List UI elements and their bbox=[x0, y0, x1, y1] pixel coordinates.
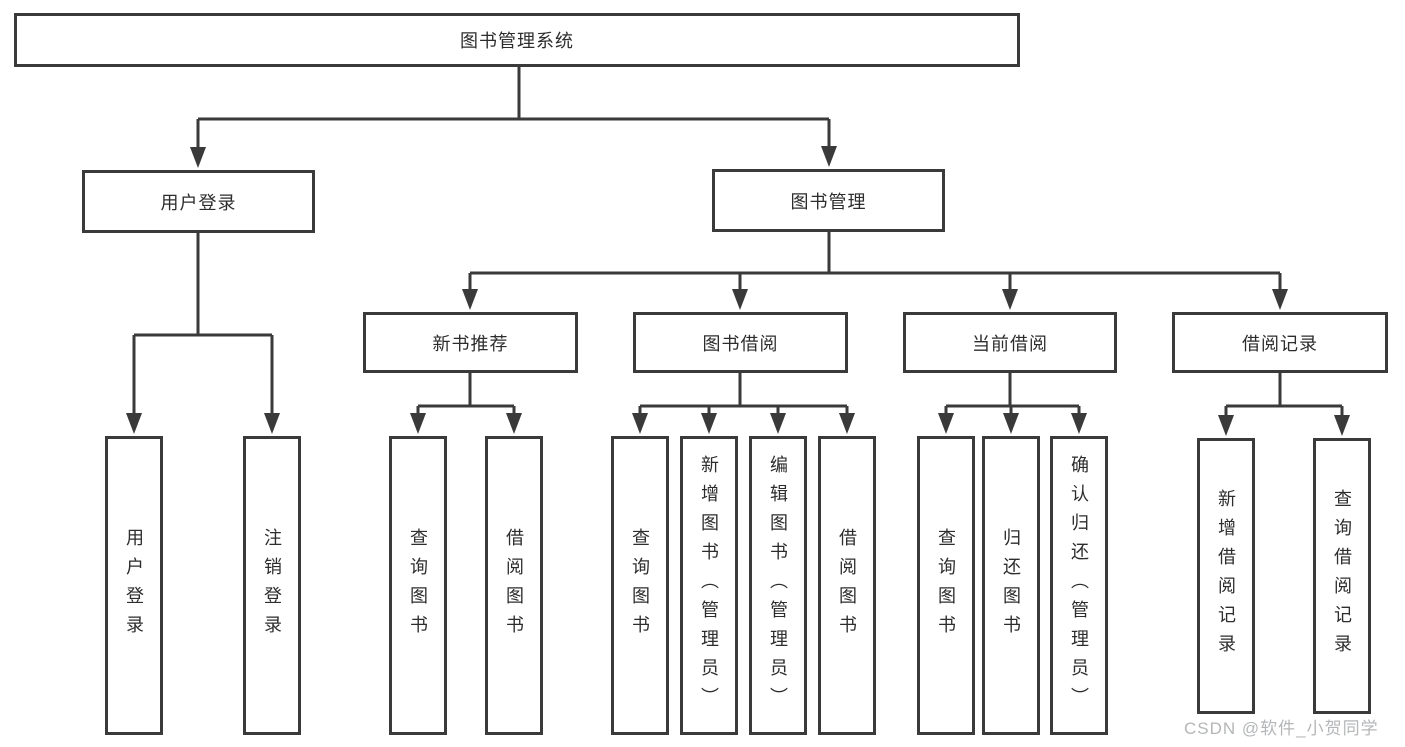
leaf-query-books-borrow: 查询图书 bbox=[611, 436, 669, 735]
leaf-logout: 注销登录 bbox=[243, 436, 301, 735]
leaf-query-borrow-record: 查询借阅记录 bbox=[1313, 438, 1371, 714]
leaf-add-books-admin: 新增图书（管理员） bbox=[680, 436, 738, 735]
node-book-borrowing: 图书借阅 bbox=[633, 312, 848, 373]
leaf-borrow-books: 借阅图书 bbox=[818, 436, 876, 735]
node-borrowing-records: 借阅记录 bbox=[1172, 312, 1388, 373]
node-user-login-branch: 用户登录 bbox=[82, 170, 315, 233]
csdn-watermark: CSDN @软件_小贺同学 bbox=[1184, 719, 1379, 738]
leaf-return-books: 归还图书 bbox=[982, 436, 1040, 735]
node-root-system: 图书管理系统 bbox=[14, 13, 1020, 67]
node-book-management-branch: 图书管理 bbox=[712, 169, 945, 232]
leaf-edit-books-admin: 编辑图书（管理员） bbox=[749, 436, 807, 735]
leaf-add-borrow-record: 新增借阅记录 bbox=[1197, 438, 1255, 714]
arrowheads bbox=[126, 146, 1350, 436]
leaf-query-books-current: 查询图书 bbox=[917, 436, 975, 735]
node-new-book-recommend: 新书推荐 bbox=[363, 312, 578, 373]
leaf-user-login: 用户登录 bbox=[105, 436, 163, 735]
node-current-borrowing: 当前借阅 bbox=[903, 312, 1117, 373]
leaf-query-books-recommend: 查询图书 bbox=[389, 436, 447, 735]
leaf-borrow-books-recommend: 借阅图书 bbox=[485, 436, 543, 735]
leaf-confirm-return-admin: 确认归还（管理员） bbox=[1050, 436, 1108, 735]
